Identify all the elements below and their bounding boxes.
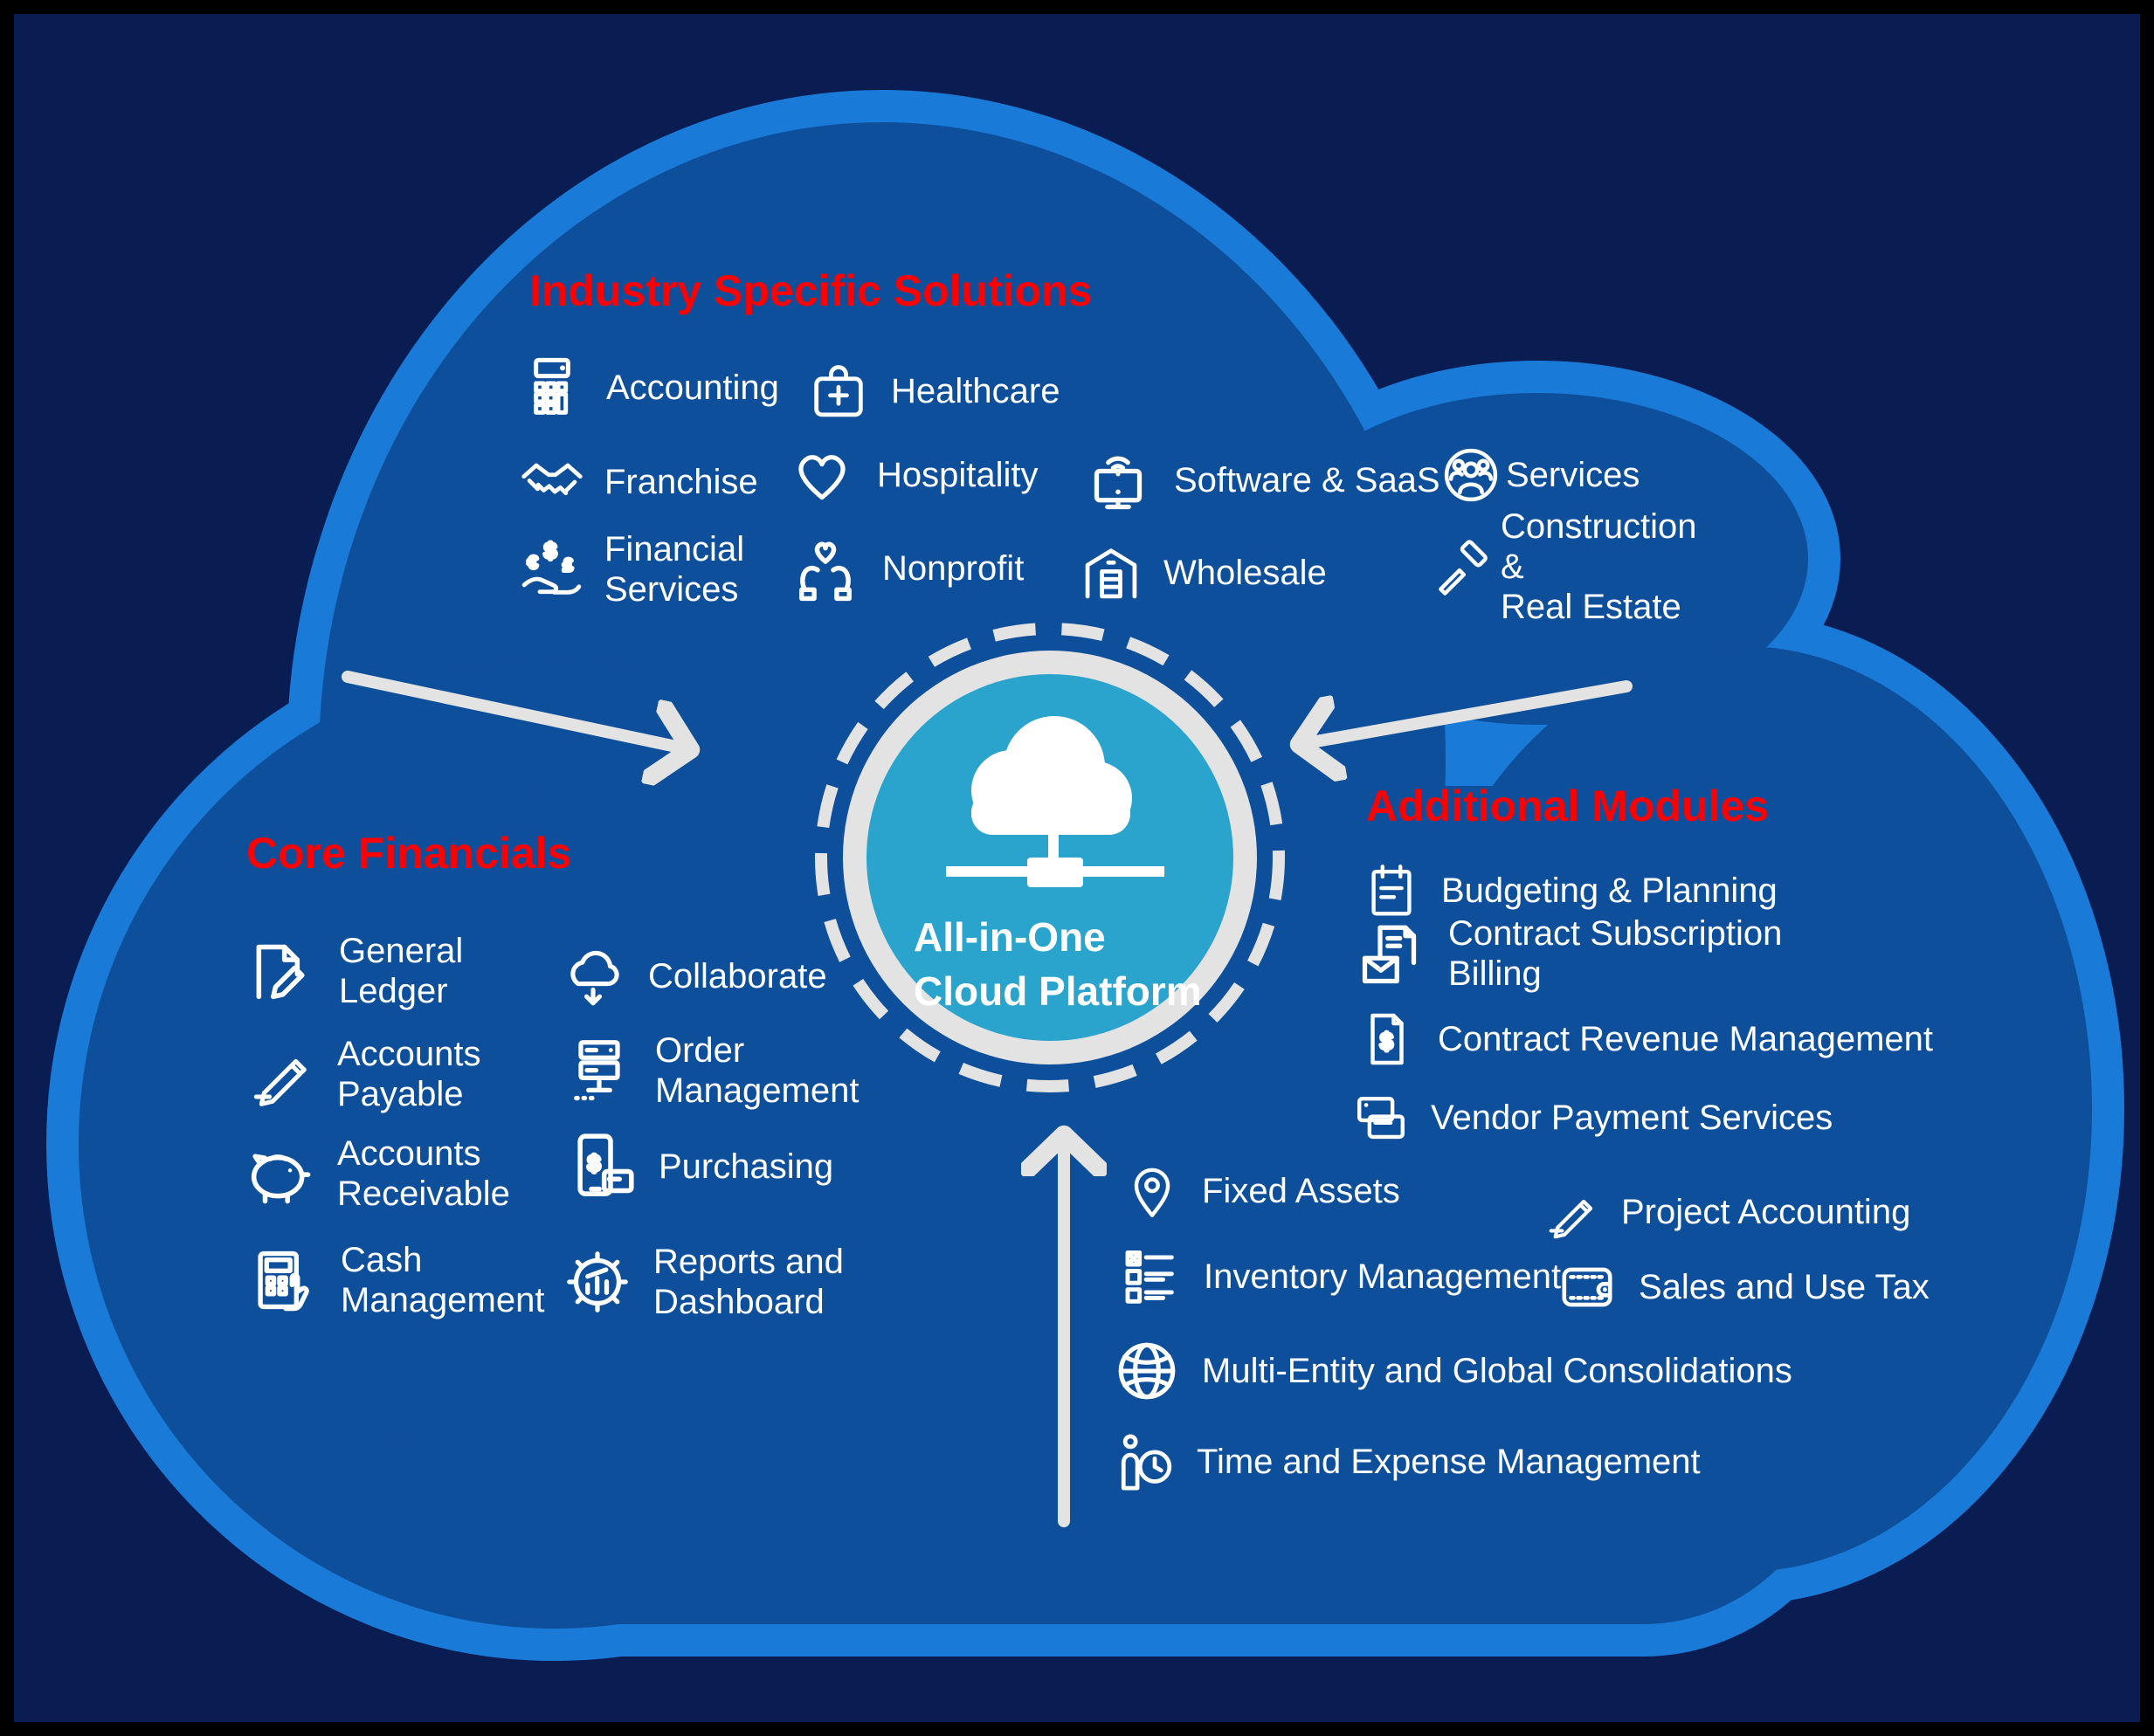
item-vendor-payment-services: Vendor Payment Services — [1350, 1081, 1833, 1154]
item-software-saas: Software & SaaS — [1081, 444, 1440, 517]
pen-icon — [248, 1039, 318, 1109]
item-multi-entity-consolidations: Multi-Entity and Global Consolidations — [1111, 1334, 1792, 1408]
item-label: Construction & Real Estate — [1501, 507, 1697, 626]
section-title-core-financials: Core Financials — [246, 829, 572, 878]
document-envelope-icon — [1356, 917, 1429, 990]
calculator-icon — [517, 353, 587, 423]
credit-cards-icon — [1350, 1087, 1412, 1148]
cloud-download-icon — [557, 940, 629, 1012]
item-label: Project Accounting — [1621, 1193, 1911, 1231]
section-title-industry: Industry Specific Solutions — [529, 266, 1093, 315]
item-accounts-receivable: Accounts Receivable — [241, 1133, 510, 1214]
item-services: Services — [1439, 438, 1640, 512]
item-hospitality: Hospitality — [786, 438, 1039, 512]
item-fixed-assets: Fixed Assets — [1122, 1154, 1400, 1228]
item-contract-revenue-management: Contract Revenue Management — [1356, 1002, 1933, 1076]
item-label: Healthcare — [891, 372, 1060, 410]
item-label: General Ledger — [339, 932, 464, 1010]
pen-icon — [1544, 1183, 1602, 1241]
piggy-bank-icon — [241, 1135, 318, 1212]
item-label: Cash Management — [341, 1241, 545, 1319]
item-label: Franchise — [604, 463, 758, 501]
item-healthcare: Healthcare — [805, 355, 1060, 428]
dashed-ring — [815, 623, 1285, 1092]
item-nonprofit: Nonprofit — [788, 531, 1024, 606]
heart-icon — [786, 439, 858, 511]
item-label: Reports and Dashboard — [653, 1243, 844, 1321]
item-order-management: Order Management — [563, 1030, 859, 1111]
calendar-icon — [1361, 860, 1422, 921]
checklist-icon — [1116, 1243, 1184, 1311]
item-contract-subscription-billing: Contract Subscription Billing — [1356, 913, 1782, 994]
item-project-accounting: Project Accounting — [1544, 1175, 1910, 1249]
map-pin-icon — [1122, 1161, 1183, 1222]
warehouse-icon — [1078, 540, 1144, 606]
center-platform-label: All-in-One Cloud Platform — [914, 914, 1202, 1015]
item-accounting: Accounting — [517, 351, 779, 424]
section-title-additional-modules: Additional Modules — [1366, 782, 1770, 830]
item-label: Multi-Entity and Global Consolidations — [1202, 1352, 1792, 1390]
item-label: Wholesale — [1163, 554, 1327, 592]
item-label: Vendor Payment Services — [1431, 1099, 1833, 1137]
item-label: Hospitality — [877, 456, 1039, 494]
item-accounts-payable: Accounts Payable — [248, 1034, 481, 1114]
item-time-expense-management: Time and Expense Management — [1111, 1425, 1701, 1498]
item-label: Software & SaaS — [1174, 461, 1440, 499]
item-label: Sales and Use Tax — [1639, 1268, 1930, 1306]
item-label: Purchasing — [659, 1147, 834, 1186]
item-sales-use-tax: Sales and Use Tax — [1555, 1250, 1930, 1324]
globe-icon — [1111, 1335, 1183, 1407]
people-circle-icon — [1439, 444, 1502, 506]
cloud-network-icon — [946, 716, 1164, 887]
item-label: Services — [1506, 456, 1640, 494]
item-label: Nonprofit — [882, 549, 1025, 588]
item-label: Contract Subscription Billing — [1448, 914, 1783, 993]
monitor-wifi-icon — [1081, 444, 1155, 517]
handshake-icon — [519, 449, 585, 515]
item-cash-management: Cash Management — [246, 1240, 544, 1320]
arrow-modules-to-center — [1301, 680, 1633, 744]
calculator-hand-icon — [246, 1243, 321, 1318]
item-financial-services: Financial Services — [517, 529, 744, 610]
item-collaborate: Collaborate — [557, 940, 827, 1013]
item-label: Collaborate — [648, 957, 827, 995]
gear-chart-icon — [561, 1245, 634, 1319]
item-reports-dashboard: Reports and Dashboard — [561, 1242, 844, 1322]
item-label: Contract Revenue Management — [1438, 1020, 1933, 1058]
item-label: Fixed Assets — [1202, 1172, 1400, 1210]
item-label: Financial Services — [604, 530, 745, 609]
person-clock-icon — [1111, 1429, 1177, 1495]
item-label: Inventory Management — [1204, 1257, 1562, 1296]
hands-heart-icon — [788, 531, 863, 606]
document-pencil-icon — [243, 933, 320, 1009]
item-inventory-management: Inventory Management — [1116, 1240, 1561, 1313]
item-construction-real-estate: Construction & Real Estate — [1433, 505, 1697, 629]
wallet-icon — [1555, 1255, 1619, 1319]
item-label: Budgeting & Planning — [1441, 871, 1778, 910]
item-general-ledger: General Ledger — [243, 931, 463, 1011]
item-franchise: Franchise — [519, 445, 758, 519]
medical-bag-icon — [805, 358, 872, 424]
item-label: Accounts Receivable — [337, 1134, 510, 1213]
hand-currency-icon — [517, 535, 585, 603]
item-label: Time and Expense Management — [1197, 1443, 1701, 1481]
item-wholesale: Wholesale — [1078, 536, 1327, 610]
item-purchasing: Purchasing — [563, 1128, 833, 1205]
mobile-payment-icon — [563, 1128, 639, 1205]
item-budgeting-planning: Budgeting & Planning — [1361, 854, 1778, 927]
item-label: Accounts Payable — [337, 1035, 481, 1113]
server-icon — [563, 1034, 636, 1107]
item-label: Accounting — [606, 369, 779, 407]
document-dollar-icon — [1356, 1008, 1419, 1071]
arrow-industry-to-center — [342, 671, 688, 749]
hammer-icon — [1433, 536, 1494, 597]
item-label: Order Management — [655, 1031, 860, 1110]
